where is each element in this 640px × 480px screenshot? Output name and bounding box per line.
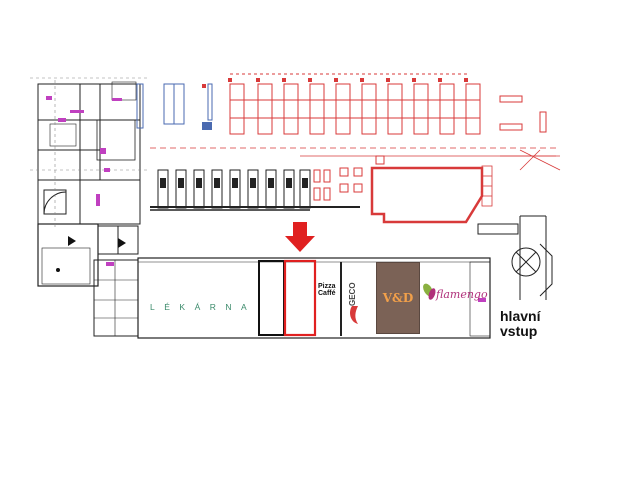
entrance-label-line1: hlavní xyxy=(500,308,541,324)
pharmacy-label: LÉKÁRNA xyxy=(150,302,257,312)
unit-black-outline xyxy=(258,260,285,336)
pizza-label-line2: Caffé xyxy=(318,290,336,298)
checkout-counters xyxy=(150,178,360,208)
vd-logo-text: V&D xyxy=(382,291,414,305)
room-markers xyxy=(46,96,122,266)
geco-store-logo: GECO xyxy=(344,262,370,334)
flamengo-logo-text: flamengo xyxy=(436,288,488,301)
geco-logo-icon xyxy=(350,306,358,324)
down-arrow-icon xyxy=(285,222,315,252)
unit-highlighted xyxy=(283,259,317,337)
entrance-label-line2: vstup xyxy=(500,322,538,339)
stair-arrow-icon xyxy=(68,236,76,246)
shelving-red-small xyxy=(202,78,468,88)
main-entrance-label: hlavní vstup xyxy=(500,309,540,338)
entrance-structure xyxy=(477,215,553,300)
vd-store-logo: V&D xyxy=(376,262,420,334)
checkouts xyxy=(150,169,311,211)
left-building xyxy=(37,81,141,337)
shelving-blue xyxy=(136,83,213,129)
stair-arrow-icon-2 xyxy=(118,238,126,248)
geco-logo-text: GECO xyxy=(348,282,357,306)
store-outline-red xyxy=(370,166,484,224)
pizza-caffe-label: Pizza Caffé xyxy=(318,283,336,298)
pizza-label-line1: Pizza xyxy=(318,283,336,290)
flamengo-logo-leaf-icon xyxy=(423,283,436,300)
